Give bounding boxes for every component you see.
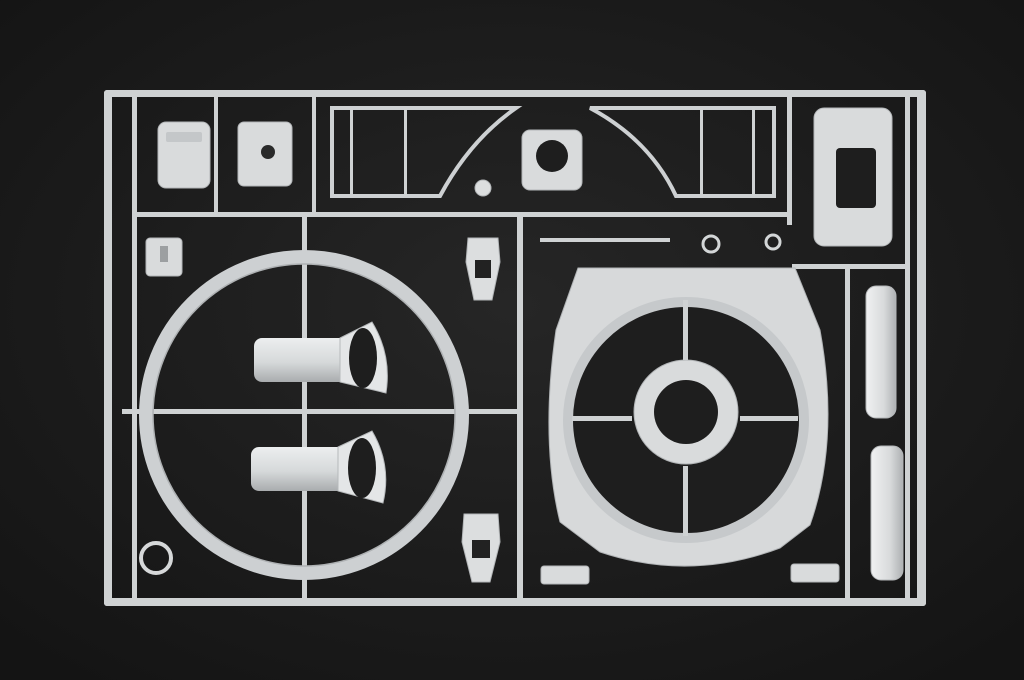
clamp-part [790, 563, 840, 583]
loop-part [701, 234, 721, 254]
vision-block-part [521, 129, 583, 191]
turret-ring-part [548, 267, 829, 567]
exhaust-tube-upper [254, 321, 388, 394]
cylinder-part-upper [865, 285, 897, 419]
hatch-with-hole-part [237, 121, 293, 187]
large-ring-part [139, 250, 469, 580]
curved-panel-left [330, 106, 523, 198]
hatch-frame-part [813, 107, 893, 247]
knob-part [474, 179, 492, 197]
sprue-frame [104, 90, 926, 606]
loop-part [764, 233, 782, 251]
bracket-part-upper [465, 237, 501, 301]
exhaust-tube-lower [251, 430, 387, 504]
cylinder-part-lower [870, 445, 904, 581]
bracket-part-lower [461, 513, 501, 583]
curved-panel-right [589, 106, 776, 198]
hatch-part [157, 121, 211, 189]
ring-loop-part [139, 541, 173, 575]
small-bracket-part [145, 237, 183, 277]
clamp-part [540, 565, 590, 585]
